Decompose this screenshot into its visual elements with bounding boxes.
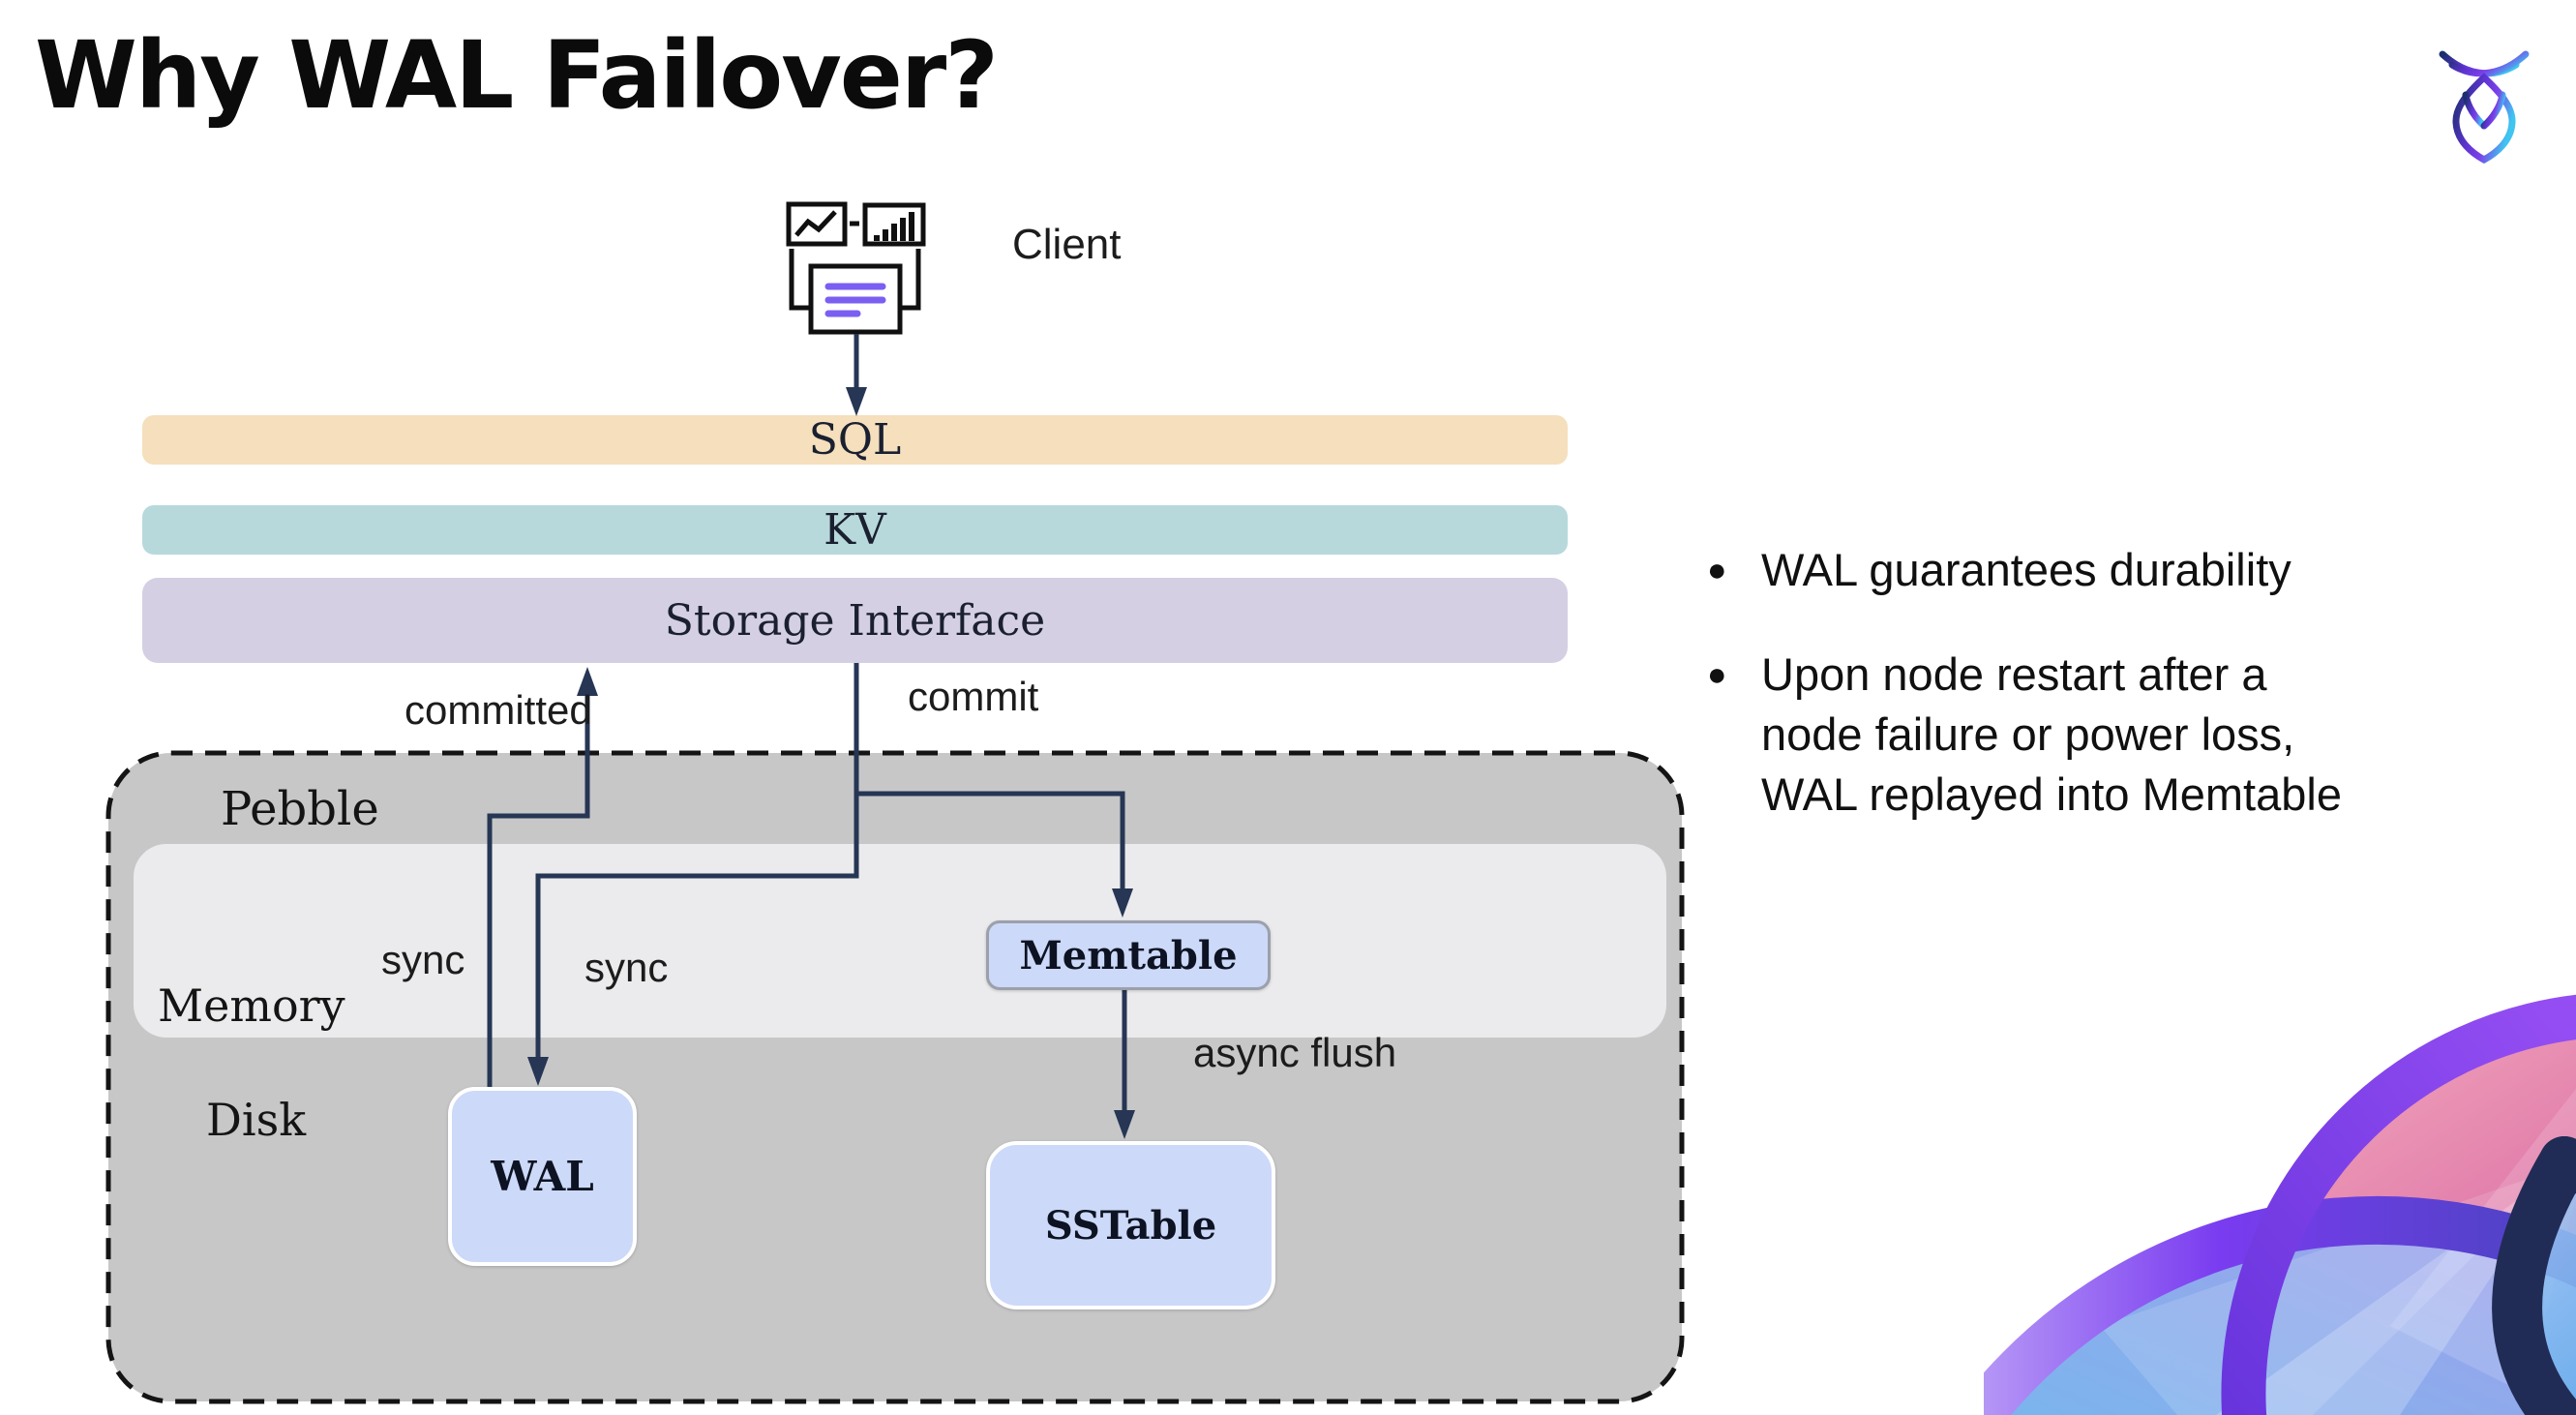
art-navy-stroke [2492, 1136, 2576, 1415]
client-icon [786, 201, 926, 335]
layer-bar-storage-interface: Storage Interface [142, 578, 1568, 663]
client-label: Client [1012, 221, 1122, 268]
brand-corner-art [1984, 978, 2576, 1415]
layer-bar-sql: SQL [142, 415, 1568, 465]
memory-band [134, 844, 1666, 1038]
node-sstable: SSTable [986, 1141, 1275, 1310]
node-wal-label: WAL [491, 1153, 594, 1200]
layer-bar-kv: KV [142, 505, 1568, 555]
bullet-text: Upon node restart after a node failure o… [1761, 648, 2342, 820]
art-purple-arc [1984, 1195, 2576, 1415]
client-doc-lines [824, 283, 886, 317]
memory-label: Memory [158, 979, 345, 1032]
edge-label-async-flush: async flush [1193, 1030, 1397, 1075]
layer-bar-kv-label: KV [824, 505, 886, 555]
cockroachdb-logo-icon [2439, 50, 2530, 164]
arrowhead-into-sstable [1114, 1110, 1135, 1139]
arrowhead-into-wal [527, 1057, 549, 1086]
page-title: Why WAL Failover? [35, 21, 999, 130]
edge-label-committed: committed [404, 687, 592, 733]
edge-label-sync-right: sync [584, 945, 669, 990]
edge-label-sync-left: sync [381, 937, 465, 982]
layer-bar-sql-label: SQL [808, 415, 902, 465]
bullet-dot: ● [1707, 552, 1727, 588]
art-purple-arc-2 [2221, 994, 2576, 1415]
edge-label-commit: commit [908, 674, 1039, 719]
layer-bar-storage-interface-label: Storage Interface [664, 595, 1046, 646]
bullet-text: WAL guarantees durability [1761, 544, 2291, 595]
arrowhead-into-memtable [1112, 888, 1133, 918]
arrowhead-into-sql [846, 387, 867, 416]
node-sstable-label: SSTable [1044, 1202, 1217, 1249]
bullet-item: ● Upon node restart after a node failure… [1692, 645, 2495, 825]
bullet-dot: ● [1707, 656, 1727, 693]
bullet-item: ● WAL guarantees durability [1692, 540, 2495, 600]
art-blue-circle [1992, 1219, 2576, 1415]
edge-wal-committed-up [487, 694, 590, 1087]
node-wal: WAL [448, 1087, 637, 1266]
node-memtable-label: Memtable [1019, 932, 1238, 978]
edge-commit-to-memtable [856, 791, 1125, 890]
edge-commit-to-wal-sync [535, 663, 859, 1059]
disk-label: Disk [206, 1094, 307, 1146]
node-memtable: Memtable [986, 920, 1271, 990]
pebble-label: Pebble [221, 782, 379, 836]
arrowhead-into-storage-interface [577, 667, 598, 696]
